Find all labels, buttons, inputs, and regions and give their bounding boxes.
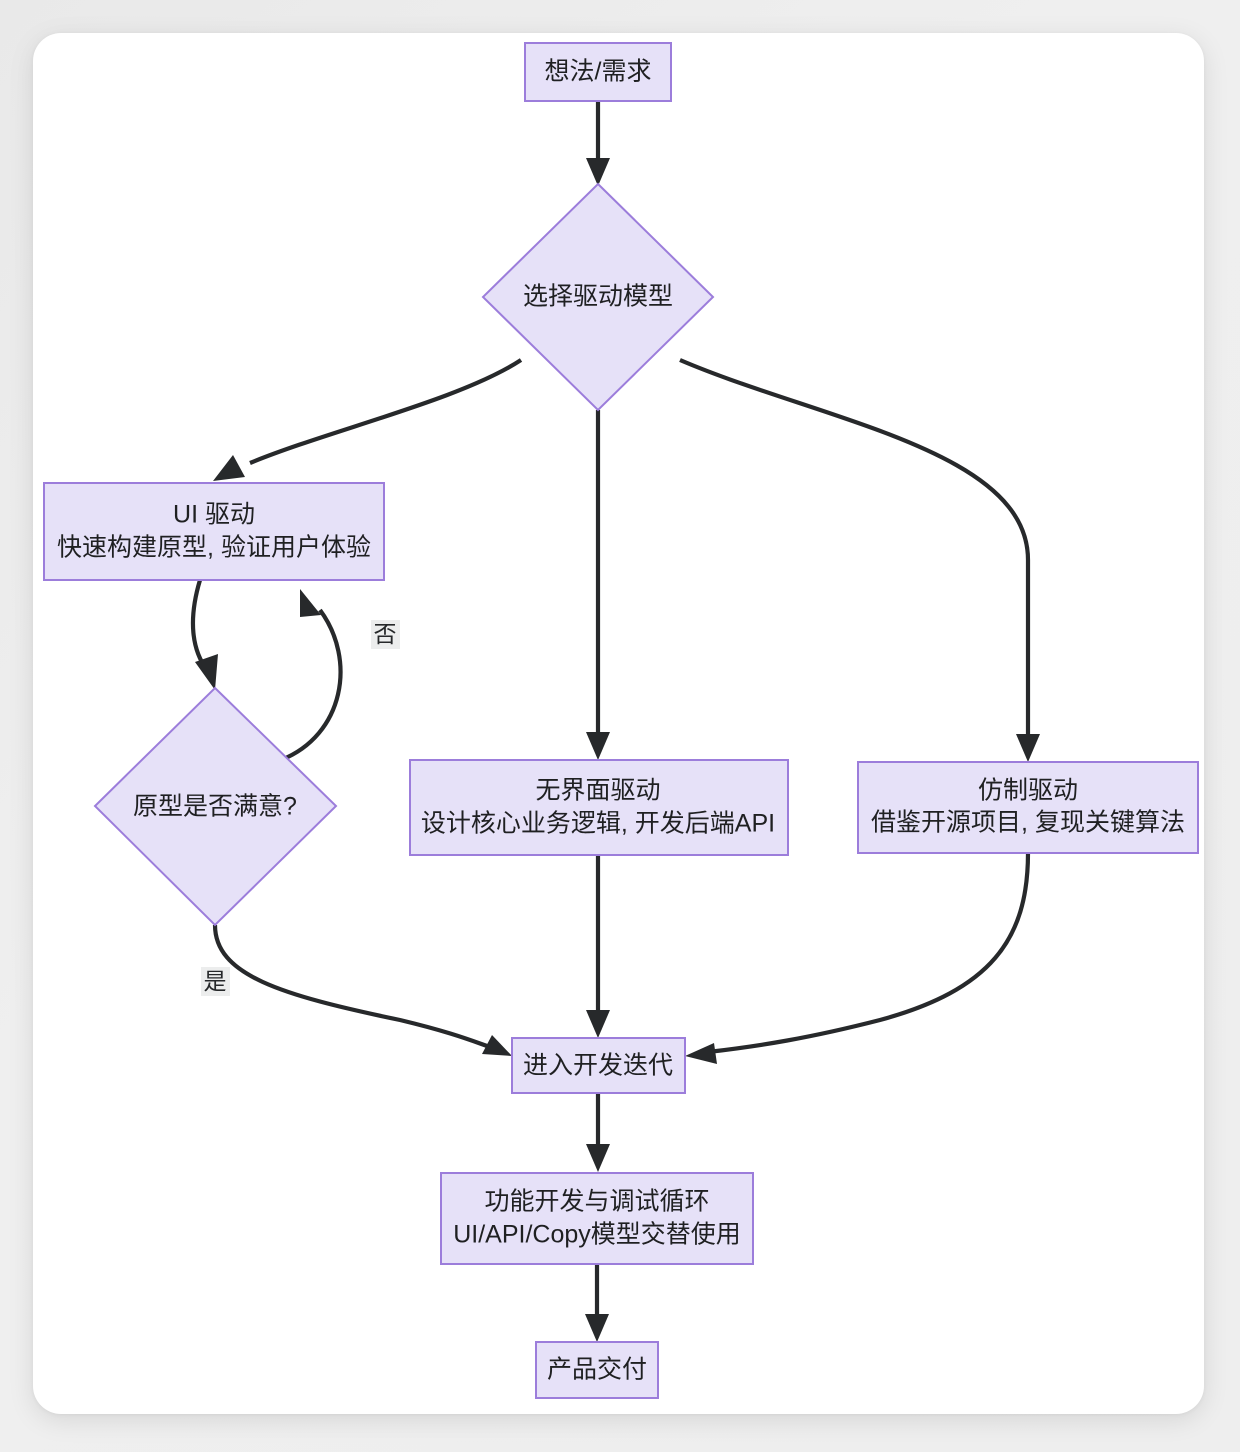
- edge-prototype-ok-to-enter-iteration: [212, 924, 512, 1056]
- node-clone-driven-line1: 仿制驱动: [978, 777, 1078, 805]
- node-prototype-ok[interactable]: 原型是否满意?: [93, 686, 338, 927]
- node-prototype-ok-label: 原型是否满意?: [133, 793, 297, 821]
- node-choose-model-label: 选择驱动模型: [523, 283, 673, 311]
- edge-prototype-ok-to-ui-driven: [280, 589, 343, 762]
- edge-clone-driven-to-enter-iteration: [685, 852, 1031, 1064]
- node-ui-driven[interactable]: UI 驱动 快速构建原型, 验证用户体验: [43, 482, 385, 581]
- edge-choose-model-to-ui-driven: [213, 358, 523, 481]
- arrowhead-icon: [685, 1043, 717, 1064]
- edge-ui-driven-to-prototype-ok: [190, 579, 218, 690]
- node-idea-label: 想法/需求: [545, 58, 652, 86]
- node-clone-driven[interactable]: 仿制驱动 借鉴开源项目, 复现关键算法: [857, 761, 1199, 854]
- node-dev-debug-loop[interactable]: 功能开发与调试循环 UI/API/Copy模型交替使用: [440, 1172, 754, 1265]
- node-headless-driven[interactable]: 无界面驱动 设计核心业务逻辑, 开发后端API: [409, 759, 789, 856]
- node-deliver[interactable]: 产品交付: [535, 1341, 659, 1399]
- node-enter-iteration-label: 进入开发迭代: [523, 1052, 673, 1080]
- node-clone-driven-line2: 借鉴开源项目, 复现关键算法: [871, 809, 1185, 837]
- edge-enter-iteration-to-dev-debug-loop: [586, 1092, 610, 1172]
- arrowhead-icon: [300, 589, 321, 617]
- arrowhead-icon: [585, 1314, 609, 1342]
- arrowhead-icon: [586, 732, 610, 760]
- arrowhead-icon: [195, 654, 218, 690]
- edge-label-yes: 是: [201, 967, 230, 996]
- arrowhead-icon: [1016, 734, 1040, 762]
- node-deliver-label: 产品交付: [547, 1356, 647, 1384]
- arrowhead-icon: [586, 158, 610, 186]
- edge-label-no: 否: [371, 620, 400, 649]
- edge-idea-to-choose-model: [586, 101, 610, 186]
- node-ui-driven-line2: 快速构建原型, 验证用户体验: [57, 534, 371, 562]
- node-enter-iteration[interactable]: 进入开发迭代: [511, 1037, 686, 1094]
- node-layer: 想法/需求 选择驱动模型 UI 驱动 快速构建原型, 验证用户体验 原型是否满意…: [43, 42, 1199, 1399]
- edge-label-no-text: 否: [374, 621, 397, 647]
- arrowhead-icon: [586, 1010, 610, 1038]
- node-headless-driven-line1: 无界面驱动: [535, 777, 660, 805]
- edge-choose-model-to-clone-driven: [679, 358, 1040, 762]
- arrowhead-icon: [586, 1144, 610, 1172]
- edge-choose-model-to-headless-driven: [586, 410, 610, 760]
- edge-label-yes-text: 是: [204, 968, 227, 994]
- arrowhead-icon: [213, 455, 245, 481]
- arrowhead-icon: [482, 1035, 512, 1056]
- node-headless-driven-line2: 设计核心业务逻辑, 开发后端API: [421, 810, 775, 838]
- edge-headless-driven-to-enter-iteration: [586, 855, 610, 1038]
- edge-dev-debug-loop-to-deliver: [585, 1263, 609, 1342]
- node-dev-debug-loop-line2: UI/API/Copy模型交替使用: [453, 1221, 741, 1249]
- node-idea[interactable]: 想法/需求: [524, 42, 672, 102]
- node-choose-model[interactable]: 选择驱动模型: [481, 182, 715, 412]
- node-ui-driven-line1: UI 驱动: [173, 501, 255, 529]
- node-dev-debug-loop-line1: 功能开发与调试循环: [484, 1188, 709, 1216]
- edge-label-layer: 否 是: [201, 620, 400, 996]
- edge-layer: [190, 101, 1040, 1342]
